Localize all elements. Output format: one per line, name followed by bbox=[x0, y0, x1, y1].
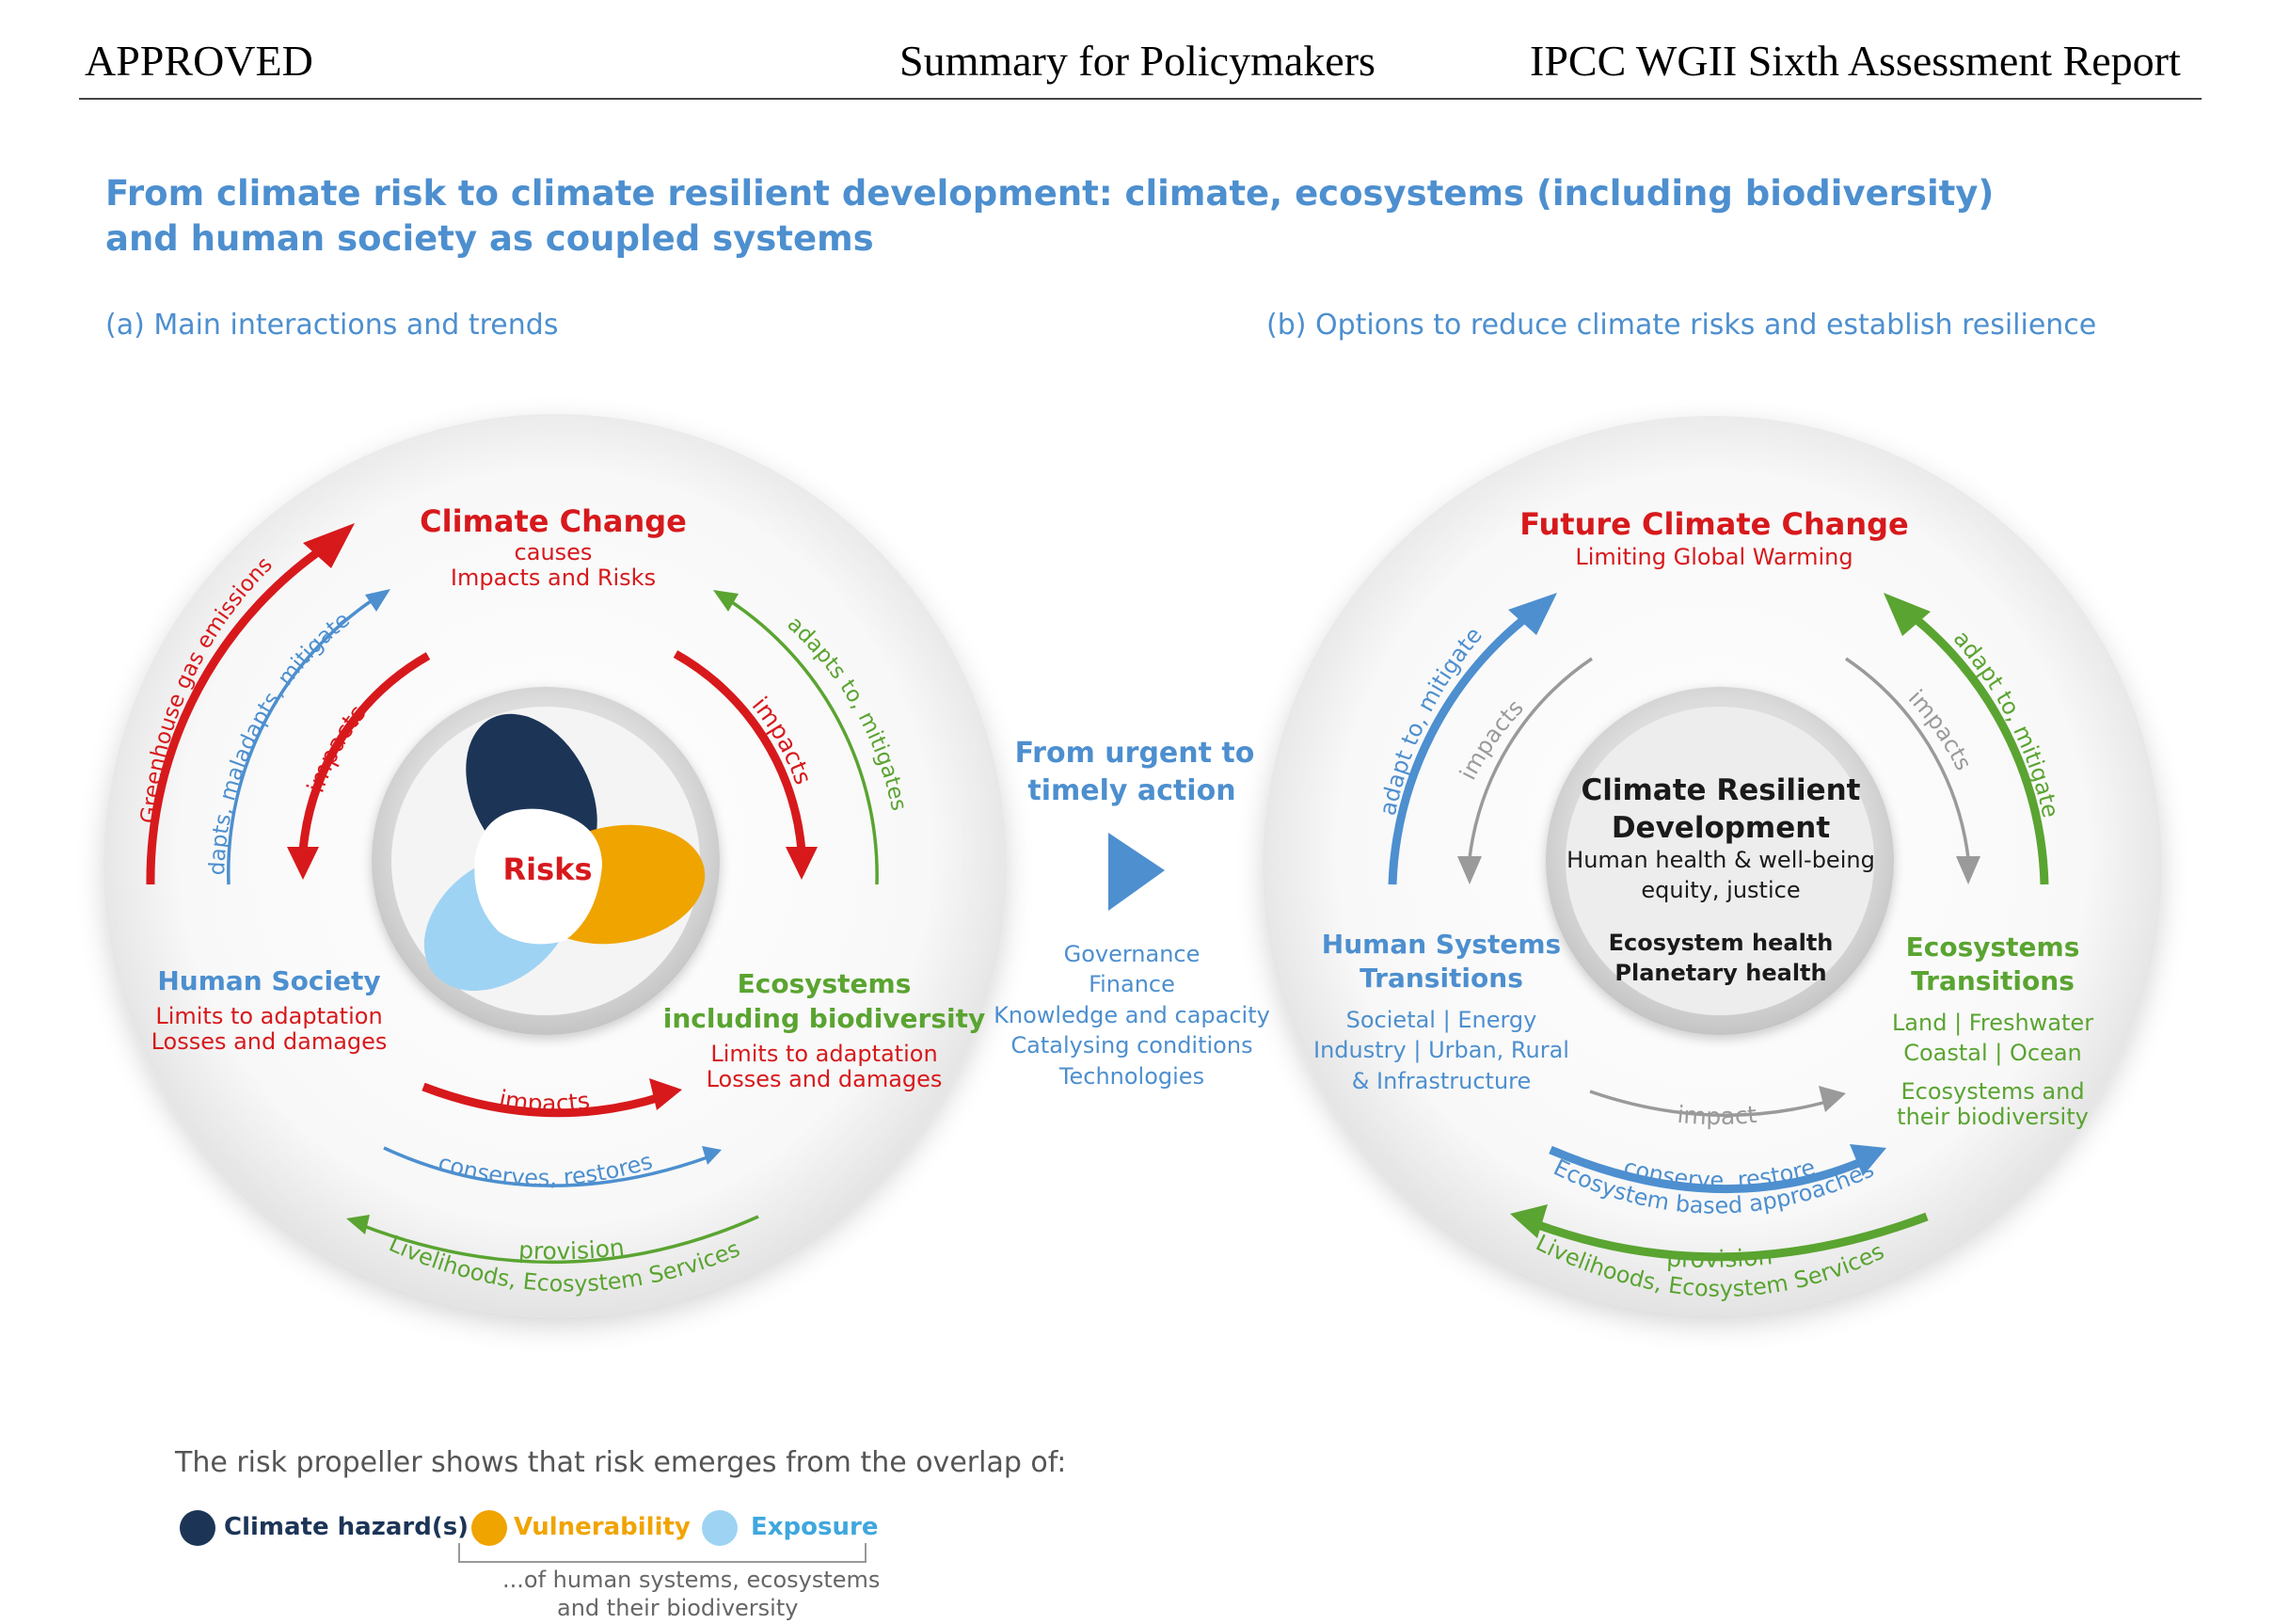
provision-b-arrowhead bbox=[1510, 1204, 1548, 1238]
impacts-right-arrowhead bbox=[786, 847, 818, 880]
urgent-action-line-2: timely action bbox=[1027, 774, 1235, 807]
enabler-knowledge: Knowledge and capacity bbox=[994, 1002, 1270, 1028]
enabler-technologies: Technologies bbox=[1058, 1063, 1204, 1090]
enabler-finance: Finance bbox=[1089, 971, 1175, 997]
impacts-left-grey-arrowhead bbox=[1457, 856, 1482, 884]
adapt-right-arrowhead bbox=[1884, 593, 1931, 636]
impacts-left-arrowhead bbox=[287, 847, 319, 880]
panel-b-diagram bbox=[1263, 416, 2162, 1315]
legend-bracket bbox=[458, 1543, 867, 1563]
human-society-limits: Limits to adaptation bbox=[155, 1003, 382, 1029]
legend-note-line-1: ...of human systems, ecosystems bbox=[502, 1567, 881, 1593]
ecosystems-land: Land | Freshwater bbox=[1892, 1010, 2093, 1036]
climate-change-causes: causes bbox=[515, 539, 593, 565]
conserve-arrowhead bbox=[1850, 1144, 1886, 1176]
crd-human-health: Human health & well-being bbox=[1566, 847, 1875, 873]
page-header: APPROVED Summary for Policymakers IPCC W… bbox=[0, 0, 2290, 103]
ecosystems-transitions-title-1: Ecosystems bbox=[1906, 931, 2080, 963]
human-society-losses: Losses and damages bbox=[151, 1028, 388, 1055]
impacts-right-grey-arrowhead bbox=[1956, 856, 1980, 884]
adapts-arrow-shaft bbox=[227, 597, 374, 885]
human-systems-title-1: Human Systems bbox=[1322, 929, 1561, 960]
impacts-bottom-arrow-shaft bbox=[421, 1082, 665, 1118]
figure-title-line-1: From climate risk to climate resilient d… bbox=[105, 173, 1995, 214]
panel-b-label: (b) Options to reduce climate risks and … bbox=[1266, 309, 2097, 342]
legend-vulnerability-label: Vulnerability bbox=[514, 1513, 691, 1541]
ghg-emissions-arrowhead bbox=[303, 523, 355, 568]
legend-hazard-dot bbox=[180, 1510, 215, 1546]
urgent-action-line-1: From urgent to bbox=[1015, 737, 1255, 770]
legend-exposure-label: Exposure bbox=[751, 1513, 879, 1541]
conserves-arrow-shaft bbox=[383, 1146, 708, 1187]
provision-arrowhead bbox=[346, 1215, 370, 1234]
ecosystems-coastal: Coastal | Ocean bbox=[1903, 1040, 2082, 1066]
human-systems-infrastructure: & Infrastructure bbox=[1352, 1068, 1532, 1094]
crd-planetary-health: Planetary health bbox=[1614, 960, 1826, 986]
legend-exposure-dot bbox=[702, 1510, 738, 1546]
provision-label: provision bbox=[517, 1234, 626, 1266]
panel-b-inner-face bbox=[1566, 707, 1874, 1015]
crd-equity-justice: equity, justice bbox=[1641, 877, 1800, 903]
adapts-to-arrowhead bbox=[713, 590, 739, 612]
crd-ecosystem-health: Ecosystem health bbox=[1609, 930, 1834, 956]
ecosystems-losses: Losses and damages bbox=[707, 1066, 943, 1092]
human-society-title: Human Society bbox=[157, 965, 380, 996]
adapts-to-arrow-shaft bbox=[728, 598, 879, 885]
adapt-right-arrow-shaft bbox=[1901, 606, 2049, 885]
impact-bottom-grey-arrowhead bbox=[1819, 1086, 1846, 1112]
header-title: Summary for Policymakers bbox=[899, 37, 1376, 85]
future-climate-change-title: Future Climate Change bbox=[1519, 506, 1909, 542]
conserves-arrowhead bbox=[702, 1146, 722, 1165]
provision-b-label: provision bbox=[1666, 1242, 1773, 1273]
ecosystems-title: Ecosystems bbox=[738, 968, 912, 999]
impacts-right-grey-shaft bbox=[1845, 657, 1970, 859]
adapt-left-arrowhead bbox=[1508, 593, 1557, 635]
impacts-bottom-arrowhead bbox=[649, 1078, 682, 1110]
limiting-global-warming: Limiting Global Warming bbox=[1575, 544, 1853, 570]
provision-b-arrow-shaft bbox=[1532, 1212, 1929, 1262]
legend-vulnerability-dot bbox=[471, 1510, 507, 1546]
propeller-overlap-center bbox=[474, 808, 602, 945]
action-triangle bbox=[1108, 833, 1165, 911]
header-approved: APPROVED bbox=[85, 37, 313, 85]
human-systems-title-2: Transitions bbox=[1360, 963, 1523, 994]
impacts-left-arrow-shaft bbox=[298, 652, 431, 852]
enabler-governance: Governance bbox=[1064, 941, 1201, 967]
impacts-left-grey-shaft bbox=[1468, 657, 1593, 859]
climate-change-title: Climate Change bbox=[420, 503, 687, 539]
legend-note-line-2: and their biodiversity bbox=[557, 1595, 799, 1621]
legend-hazard-label: Climate hazard(s) bbox=[224, 1513, 469, 1541]
panel-a-diagram bbox=[103, 414, 1007, 1317]
climate-change-impacts: Impacts and Risks bbox=[451, 565, 656, 591]
risk-propeller bbox=[423, 713, 706, 991]
ecosystems-biodiversity: their biodiversity bbox=[1897, 1104, 2089, 1130]
risks-label: Risks bbox=[503, 852, 593, 887]
human-systems-societal: Societal | Energy bbox=[1346, 1007, 1537, 1033]
crd-title-1: Climate Resilient bbox=[1582, 773, 1861, 807]
impacts-bottom-label: impacts bbox=[497, 1085, 592, 1117]
ecosystems-and: Ecosystems and bbox=[1900, 1078, 2084, 1105]
legend-intro: The risk propeller shows that risk emerg… bbox=[175, 1446, 1067, 1479]
crd-title-2: Development bbox=[1612, 811, 1830, 845]
header-report: IPCC WGII Sixth Assessment Report bbox=[1530, 37, 2181, 85]
header-divider bbox=[79, 98, 2202, 100]
adapt-left-arrow-shaft bbox=[1388, 606, 1539, 885]
impacts-right-arrow-shaft bbox=[673, 650, 806, 852]
ecosystems-subtitle: including biodiversity bbox=[663, 1003, 986, 1034]
ghg-emissions-arrow-shaft bbox=[146, 537, 337, 885]
impact-bottom-grey-shaft bbox=[1589, 1090, 1831, 1118]
enabler-catalysing: Catalysing conditions bbox=[1010, 1032, 1252, 1059]
conserve-arrow-shaft bbox=[1549, 1145, 1869, 1194]
human-systems-industry: Industry | Urban, Rural bbox=[1313, 1037, 1569, 1063]
panel-a-label: (a) Main interactions and trends bbox=[105, 309, 559, 342]
provision-arrow-shaft bbox=[360, 1215, 759, 1265]
adapts-arrowhead bbox=[365, 589, 390, 612]
ecosystems-transitions-title-2: Transitions bbox=[1911, 965, 2075, 996]
figure-title-line-2: and human society as coupled systems bbox=[105, 218, 874, 259]
impact-bottom-grey-label: impact bbox=[1676, 1101, 1757, 1130]
ecosystems-limits: Limits to adaptation bbox=[710, 1041, 937, 1067]
